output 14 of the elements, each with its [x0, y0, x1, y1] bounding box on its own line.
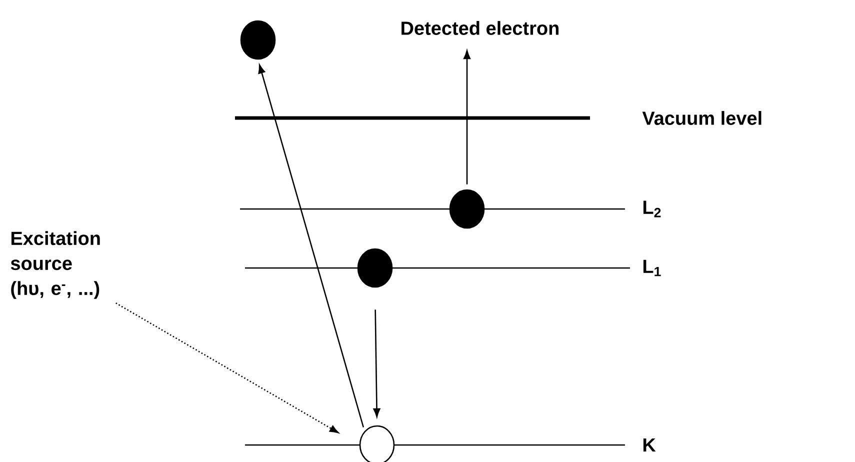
arrow — [373, 310, 380, 418]
electron — [357, 248, 393, 288]
level-label: K — [643, 438, 656, 452]
level-label: L$_{2}$ — [643, 200, 661, 218]
arrow — [258, 64, 364, 428]
text-label: Detected electron — [402, 21, 558, 35]
arrow — [463, 50, 471, 184]
level-label: L$_{1}$ — [643, 260, 661, 276]
level-label: Vacuum level — [642, 111, 762, 125]
electron — [449, 189, 485, 229]
electron — [240, 20, 276, 60]
text-label: Excitation source (hυ, e$^{-}$, ...) — [10, 231, 100, 299]
arrow — [116, 302, 339, 434]
hole — [359, 425, 395, 462]
